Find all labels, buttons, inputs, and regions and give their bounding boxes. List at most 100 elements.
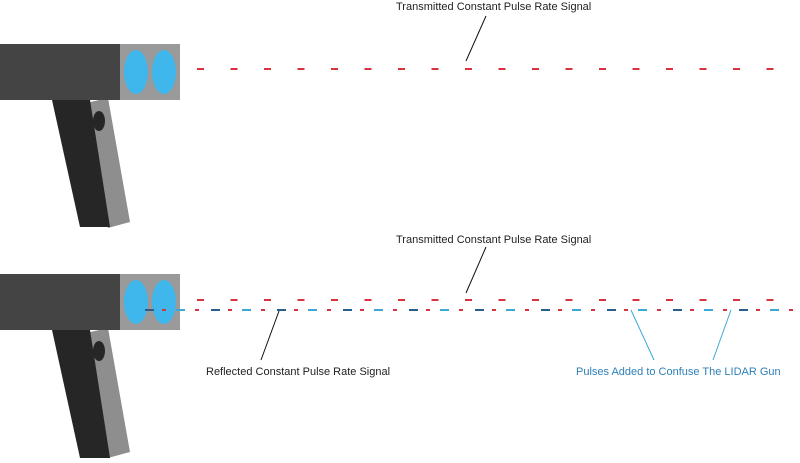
transmitted-pulse xyxy=(331,299,338,301)
transmitted-label-bottom: Transmitted Constant Pulse Rate Signal xyxy=(396,234,591,246)
reflected-pulse xyxy=(541,309,550,311)
reflected-pulse-segment xyxy=(327,309,331,311)
transmitted-pulse xyxy=(230,68,238,70)
reflected-pulse-segment xyxy=(261,309,265,311)
transmitted-pulse xyxy=(297,299,305,301)
reflected-pulse xyxy=(673,309,682,311)
reflected-pulse-segment xyxy=(195,309,199,311)
added-pulse xyxy=(770,309,779,311)
reflected-pulse xyxy=(343,309,352,311)
lens-left xyxy=(124,280,148,324)
transmitted-pulse xyxy=(197,299,204,301)
gun-head xyxy=(0,274,122,330)
lidar-gun-bottom xyxy=(0,274,180,458)
reflected-pulse xyxy=(409,309,418,311)
transmitted-pulse xyxy=(532,299,539,301)
transmitted-pulse xyxy=(565,68,573,70)
added-pulse xyxy=(506,309,515,311)
added-pulse-leader-line-left xyxy=(630,309,655,361)
transmitted-pulse xyxy=(465,299,472,301)
trigger-hole xyxy=(93,111,105,131)
transmitted-pulse xyxy=(565,299,573,301)
reflected-pulse xyxy=(739,309,748,311)
transmitted-pulse xyxy=(431,299,439,301)
reflected-pulse-segment xyxy=(558,309,562,311)
transmitted-pulse xyxy=(364,299,372,301)
transmitted-pulse xyxy=(699,299,707,301)
added-pulse xyxy=(572,309,581,311)
reflected-pulse-segment xyxy=(492,309,496,311)
transmitted-pulse xyxy=(532,68,539,70)
reflected-pulse xyxy=(475,309,484,311)
added-pulse-leader-line-right xyxy=(712,309,732,361)
gun-head xyxy=(0,44,122,100)
transmitted-pulses-bottom xyxy=(197,299,774,301)
transmitted-pulse xyxy=(465,68,472,70)
transmitted-leader-line-bottom xyxy=(465,246,487,294)
reflected-pulse-segment xyxy=(591,309,595,311)
transmitted-pulse xyxy=(398,68,405,70)
transmitted-pulse xyxy=(398,299,405,301)
reflected-pulse-segment xyxy=(294,309,298,311)
transmitted-pulse xyxy=(331,68,338,70)
lidar-gun-top xyxy=(0,44,180,228)
transmitted-pulse xyxy=(264,68,271,70)
gun-handle xyxy=(52,100,110,227)
transmitted-pulse xyxy=(733,68,740,70)
reflected-pulse-segment xyxy=(624,309,628,311)
reflected-pulse-segment xyxy=(228,309,232,311)
reflected-pulse-segment xyxy=(657,309,661,311)
transmitted-pulse xyxy=(599,68,606,70)
reflected-pulse-segment xyxy=(789,309,793,311)
transmitted-pulse xyxy=(230,299,238,301)
lens-right xyxy=(152,50,176,94)
reflected-and-added-pulses xyxy=(145,309,793,311)
reflected-label: Reflected Constant Pulse Rate Signal xyxy=(206,366,390,378)
transmitted-leader-line-top xyxy=(465,15,487,62)
reflected-pulse-segment xyxy=(723,309,727,311)
added-pulse xyxy=(440,309,449,311)
transmitted-pulse xyxy=(197,68,204,70)
reflected-leader-line xyxy=(260,310,280,361)
added-pulse xyxy=(704,309,713,311)
added-pulse xyxy=(242,309,251,311)
transmitted-pulse xyxy=(666,299,673,301)
reflected-pulse-segment xyxy=(459,309,463,311)
added-pulse xyxy=(308,309,317,311)
transmitted-label-top: Transmitted Constant Pulse Rate Signal xyxy=(396,1,591,13)
transmitted-pulse xyxy=(733,299,740,301)
reflected-pulse xyxy=(277,309,286,311)
added-pulse xyxy=(176,309,185,311)
gun-handle-side xyxy=(86,98,130,228)
reflected-pulse xyxy=(145,309,154,311)
added-pulse xyxy=(638,309,647,311)
reflected-pulse-segment xyxy=(690,309,694,311)
reflected-pulse-segment xyxy=(360,309,364,311)
transmitted-pulse xyxy=(632,299,640,301)
lens-right xyxy=(152,280,176,324)
transmitted-pulse xyxy=(498,68,506,70)
transmitted-pulses-top xyxy=(197,68,774,70)
transmitted-pulse xyxy=(431,68,439,70)
transmitted-pulse xyxy=(364,68,372,70)
transmitted-pulse xyxy=(632,68,640,70)
gun-handle-side xyxy=(86,328,130,458)
reflected-pulse-segment xyxy=(426,309,430,311)
transmitted-pulse xyxy=(498,299,506,301)
transmitted-pulse xyxy=(766,299,774,301)
reflected-pulse-segment xyxy=(162,309,166,311)
reflected-pulse-segment xyxy=(525,309,529,311)
reflected-pulse-segment xyxy=(393,309,397,311)
added-pulse xyxy=(374,309,383,311)
transmitted-pulse xyxy=(599,299,606,301)
trigger-hole xyxy=(93,341,105,361)
transmitted-pulse xyxy=(666,68,673,70)
transmitted-pulse xyxy=(297,68,305,70)
reflected-pulse-segment xyxy=(756,309,760,311)
reflected-pulse xyxy=(607,309,616,311)
lens-left xyxy=(124,50,148,94)
transmitted-pulse xyxy=(699,68,707,70)
added-pulses-label: Pulses Added to Confuse The LIDAR Gun xyxy=(576,366,781,378)
